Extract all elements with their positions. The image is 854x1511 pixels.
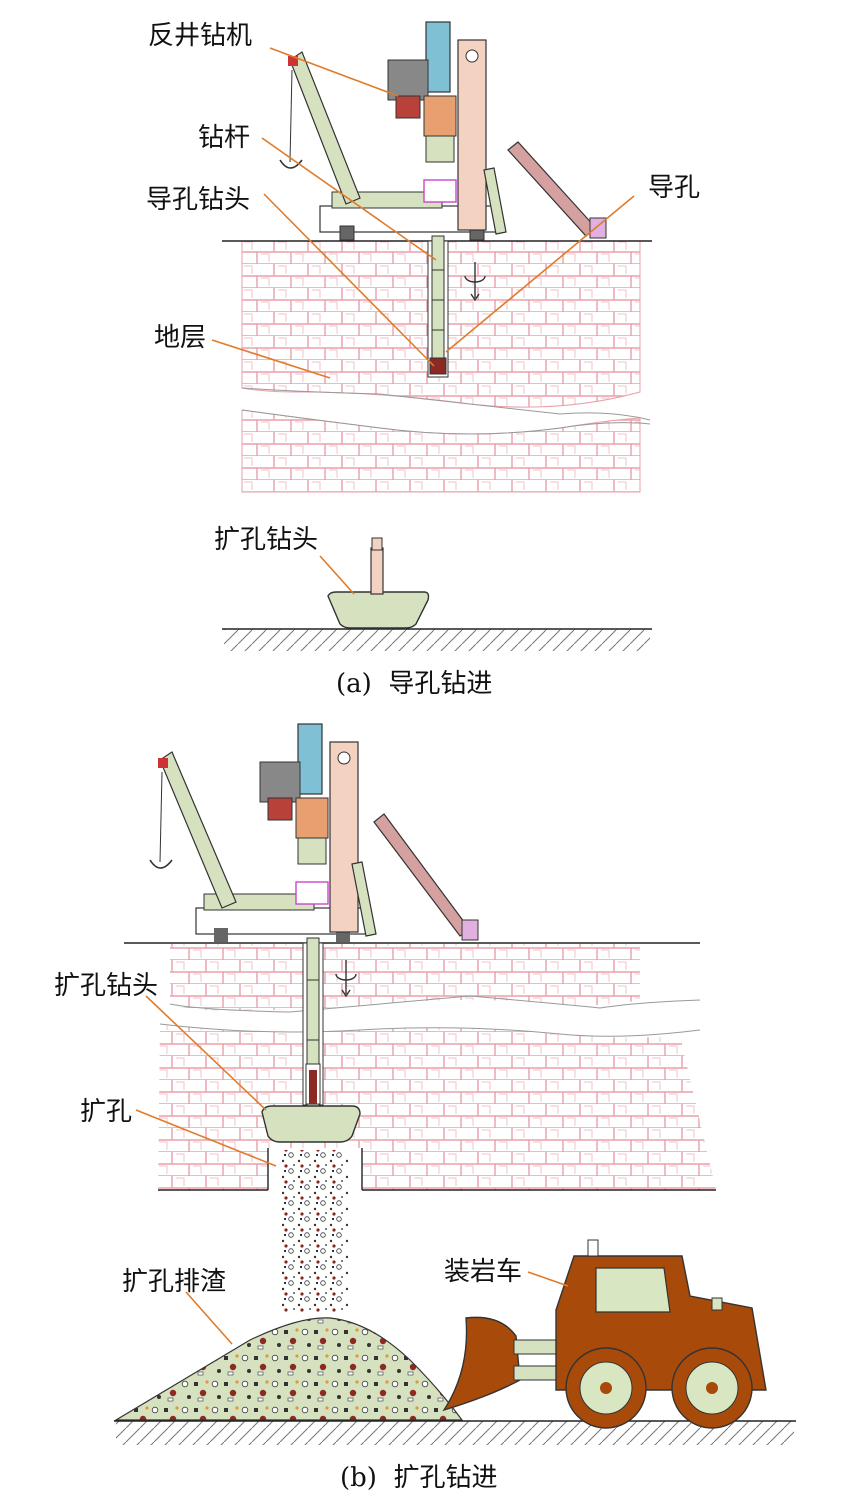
caption-a: (a) 导孔钻进 bbox=[336, 669, 492, 699]
rig-b bbox=[149, 723, 479, 942]
stratum-lower-a bbox=[241, 409, 641, 493]
label-pilot-bit: 导孔钻头 bbox=[146, 185, 250, 215]
ground-hatch-b bbox=[116, 1421, 794, 1445]
loader-bucket bbox=[442, 1316, 521, 1412]
rig-a bbox=[279, 21, 607, 241]
reamer-bit-a bbox=[327, 591, 430, 629]
pilot-bit-a bbox=[429, 357, 447, 375]
motor-a bbox=[425, 21, 451, 93]
ground-hatch-a bbox=[224, 629, 650, 651]
rotation-icon-a bbox=[464, 262, 486, 302]
caption-b: (b) 扩孔钻进 bbox=[340, 1463, 497, 1493]
stratum-upper-b bbox=[170, 944, 640, 1011]
rotation-icon-b bbox=[335, 960, 357, 998]
muck-pile bbox=[113, 1317, 464, 1421]
mast-a bbox=[457, 39, 487, 231]
label-stratum: 地层 bbox=[154, 323, 206, 353]
label-reamer-bit-b: 扩孔钻头 bbox=[54, 971, 158, 1001]
label-pilot-hole: 导孔 bbox=[648, 173, 700, 203]
motor-b bbox=[297, 723, 323, 795]
loader-window bbox=[595, 1267, 671, 1313]
label-rig: 反井钻机 bbox=[148, 21, 252, 51]
label-reamed-hole: 扩孔 bbox=[80, 1097, 132, 1127]
label-reamer-bit-a: 扩孔钻头 bbox=[214, 525, 318, 555]
reamer-bit-b bbox=[261, 1105, 361, 1143]
loader bbox=[442, 1239, 767, 1429]
stratum-lower-b bbox=[158, 1024, 716, 1190]
label-rod: 钻杆 bbox=[198, 123, 250, 153]
panel-b: 扩孔钻头 扩孔 扩孔排渣 装岩车 (b) 扩孔钻进 bbox=[54, 723, 796, 1493]
panel-a: 反井钻机 钻杆 导孔钻头 导孔 地层 扩孔钻头 (a) 导孔钻进 bbox=[146, 21, 700, 699]
leader-lines-a bbox=[211, 47, 635, 595]
falling-muck bbox=[282, 1150, 348, 1312]
mast-b bbox=[329, 741, 359, 933]
label-loader: 装岩车 bbox=[444, 1257, 522, 1287]
reamer-shaft-a bbox=[370, 547, 384, 595]
drill-rod-a bbox=[431, 235, 445, 371]
label-muck: 扩孔排渣 bbox=[122, 1267, 226, 1297]
leader-lines-b bbox=[135, 995, 569, 1345]
